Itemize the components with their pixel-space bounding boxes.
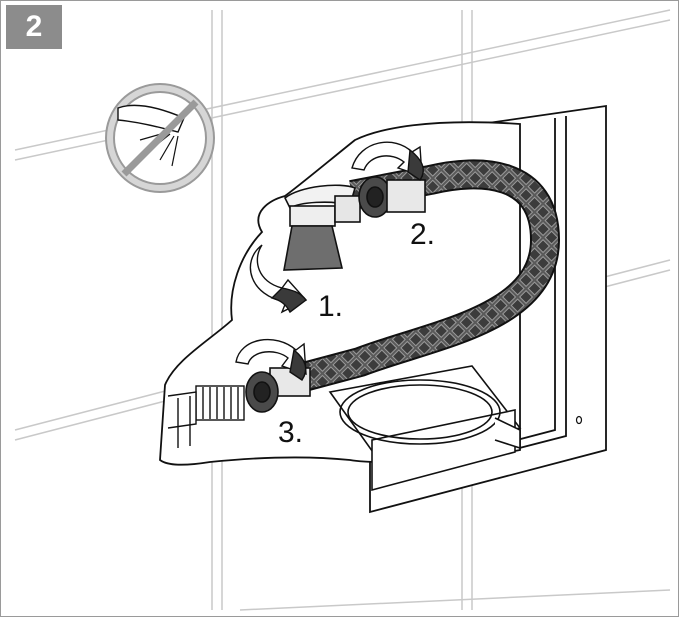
no-water-spray-icon bbox=[106, 84, 214, 192]
step-2-label: 2. bbox=[410, 218, 435, 251]
hose-nut-tap bbox=[359, 177, 425, 217]
step-1-label: 1. bbox=[318, 290, 343, 323]
step-3-label: 3. bbox=[278, 416, 303, 449]
